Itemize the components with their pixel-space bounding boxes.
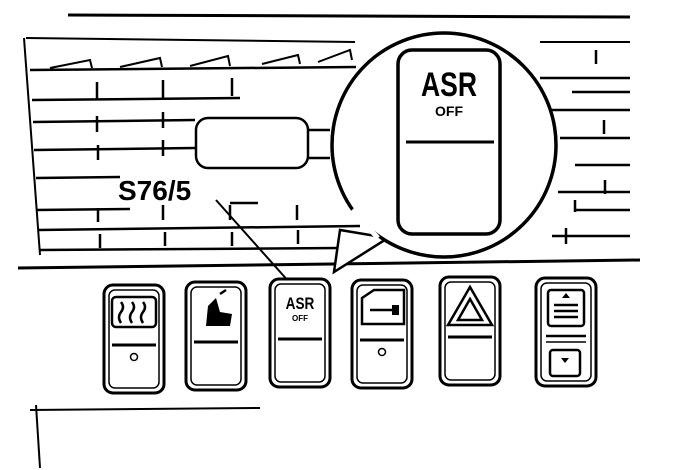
indicator-lamp — [377, 347, 387, 357]
hazard-triangle-icon — [445, 284, 495, 327]
right-vent-fragments — [540, 50, 630, 244]
zoom-button-label: ASR — [421, 66, 477, 104]
switch-hazard-warning[interactable] — [438, 275, 502, 387]
display-plate — [194, 116, 310, 170]
trunk-lock-icon — [360, 288, 406, 326]
rear-sunshade-icon — [546, 288, 586, 328]
switch-strip-frame — [17, 258, 641, 411]
zoom-button-sublabel: OFF — [435, 103, 463, 119]
switch-label: ASR — [286, 295, 315, 314]
indicator-lamp — [129, 352, 139, 362]
rear-defrost-icon — [110, 295, 158, 329]
zoom-callout: ASR OFF — [330, 31, 558, 275]
switch-rear-window-defroster[interactable] — [102, 283, 166, 395]
vent-tabs — [49, 48, 353, 69]
zoom-wedge — [332, 228, 392, 275]
seat-heater-icon — [206, 288, 232, 326]
switch-seat-heater[interactable] — [184, 280, 248, 392]
leader-line — [215, 199, 291, 284]
switch-trunk-lock[interactable] — [350, 278, 414, 390]
dashboard-top-trim — [25, 13, 631, 43]
console-left-border — [23, 37, 41, 469]
air-vent-grille — [29, 48, 361, 252]
part-label-s76-5: S76/5 — [118, 175, 191, 206]
switch-sublabel: OFF — [292, 314, 308, 323]
switch-sunshade-rocker[interactable] — [534, 276, 598, 388]
